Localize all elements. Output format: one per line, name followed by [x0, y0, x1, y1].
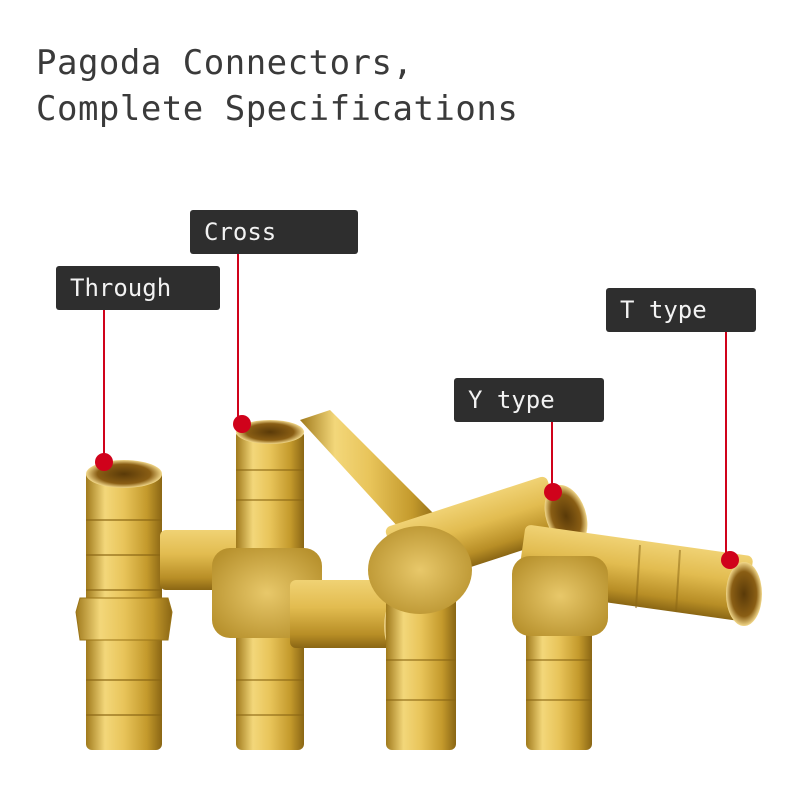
- label-through: Through: [56, 266, 220, 310]
- pointer-through: [95, 308, 113, 471]
- through-connector: [75, 460, 173, 750]
- title-line-1: Pagoda Connectors,: [36, 43, 414, 83]
- y-type-connector: [300, 410, 588, 750]
- label-cross: Cross: [190, 210, 358, 254]
- pointer-t-type: [721, 332, 739, 569]
- label-y-type: Y type: [454, 378, 604, 422]
- title-line-2: Complete Specifications: [36, 89, 519, 129]
- page-title: Pagoda Connectors, Complete Specificatio…: [36, 40, 518, 132]
- pointer-cross: [233, 254, 251, 433]
- label-t-type: T type: [606, 288, 756, 332]
- t-type-connector: [512, 525, 762, 750]
- pointer-y-type: [544, 422, 562, 501]
